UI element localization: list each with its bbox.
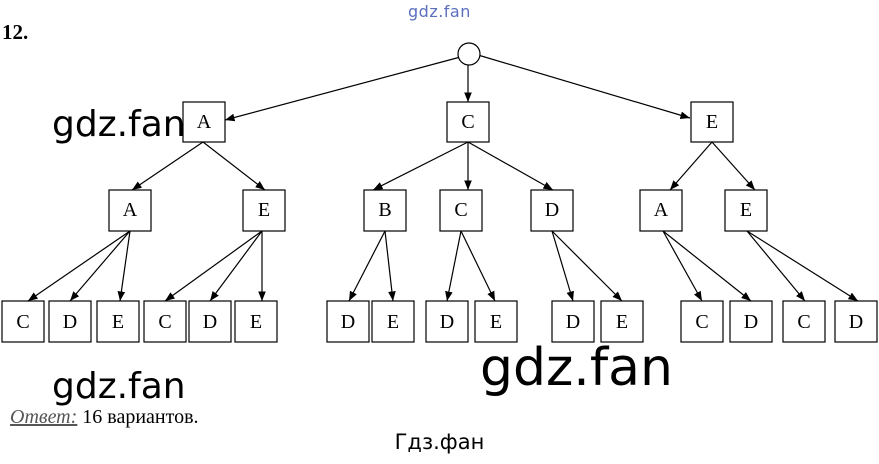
node-leaf-3: E: [96, 300, 140, 343]
edge-cc-e: [460, 230, 496, 302]
edge-ee-c: [746, 230, 806, 302]
edge-e-a: [669, 141, 713, 191]
footer-caption: Гдз.фан: [394, 430, 485, 454]
svg-text:A: A: [123, 199, 138, 221]
svg-text:E: E: [387, 311, 399, 333]
svg-text:C: C: [16, 311, 29, 333]
node-leaf-16: D: [834, 300, 878, 343]
svg-text:E: E: [490, 311, 502, 333]
node-level2-b: B: [363, 189, 407, 232]
edge-ea-d: [662, 230, 752, 302]
edge-ae-c: [164, 230, 263, 302]
edge-cd-d: [551, 230, 574, 302]
node-leaf-14: D: [729, 300, 773, 343]
edge-aa-e: [117, 230, 131, 302]
edges-root: [224, 54, 691, 122]
svg-text:E: E: [258, 199, 270, 221]
svg-text:D: D: [203, 311, 217, 333]
edge-a-a: [131, 141, 204, 191]
node-leaf-7: D: [326, 300, 370, 343]
edge-cb-d: [348, 230, 386, 302]
node-level2-e: E: [242, 189, 286, 232]
svg-text:E: E: [112, 311, 124, 333]
edge-aa-c: [27, 230, 131, 302]
svg-text:A: A: [654, 199, 669, 221]
edges-level1: [131, 141, 756, 191]
svg-text:D: D: [63, 311, 77, 333]
edge-c-d: [467, 141, 554, 191]
edge-a-e: [202, 141, 266, 191]
svg-text:C: C: [695, 311, 708, 333]
svg-text:D: D: [545, 199, 559, 221]
svg-text:D: D: [849, 311, 863, 333]
svg-text:C: C: [797, 311, 810, 333]
node-level1-a: A: [182, 101, 226, 143]
svg-text:A: A: [197, 111, 212, 133]
edge-ee-d: [746, 230, 859, 302]
answer-label: Ответ:: [10, 406, 78, 428]
svg-text:D: D: [341, 311, 355, 333]
watermark-center-large: gdz.fan: [480, 338, 673, 398]
node-leaf-15: C: [782, 300, 826, 343]
node-leaf-10: E: [474, 300, 518, 343]
node-leaf-2: D: [48, 300, 92, 343]
edge-root-a: [224, 54, 469, 122]
svg-text:E: E: [616, 311, 628, 333]
node-level1-e: E: [690, 101, 734, 143]
node-leaf-11: D: [551, 300, 595, 343]
edge-cc-d: [445, 230, 462, 302]
node-leaf-9: D: [425, 300, 469, 343]
svg-text:C: C: [454, 199, 467, 221]
svg-text:D: D: [744, 311, 758, 333]
edge-ea-c: [662, 230, 703, 302]
watermark-top: gdz.fan: [408, 2, 471, 21]
svg-text:C: C: [158, 311, 171, 333]
edge-root-e: [477, 54, 691, 119]
node-level2-c: C: [439, 189, 483, 232]
node-level2-a2: A: [639, 189, 683, 232]
edge-e-e: [711, 141, 756, 191]
node-level1-c: C: [446, 101, 490, 143]
edge-cb-e: [384, 230, 396, 302]
edge-aa-d: [69, 230, 131, 302]
watermark-left-upper: gdz.fan: [52, 104, 186, 145]
svg-text:E: E: [706, 111, 718, 133]
node-leaf-13: C: [680, 300, 724, 343]
answer-line: Ответ: 16 вариантов.: [10, 406, 199, 429]
node-leaf-8: E: [371, 300, 415, 343]
node-leaf-1: C: [1, 300, 45, 343]
svg-text:E: E: [250, 311, 262, 333]
svg-text:E: E: [740, 199, 752, 221]
node-level2-d: D: [530, 189, 574, 232]
node-level2-a: A: [108, 189, 152, 232]
node-level2-e2: E: [724, 189, 768, 232]
problem-number: 12.: [2, 20, 29, 44]
node-leaf-12: E: [600, 300, 644, 343]
edge-cd-e: [551, 230, 623, 302]
node-leaf-6: E: [234, 300, 278, 343]
node-leaf-5: D: [188, 300, 232, 343]
root-node: [457, 42, 481, 66]
node-leaf-4: C: [143, 300, 187, 343]
edge-c-b: [372, 141, 469, 191]
answer-text: 16 вариантов.: [82, 406, 199, 428]
edges-level2: [27, 230, 859, 302]
svg-text:D: D: [440, 311, 454, 333]
svg-text:D: D: [566, 311, 580, 333]
edge-ae-d: [209, 230, 263, 302]
svg-text:C: C: [461, 111, 474, 133]
svg-text:B: B: [378, 199, 391, 221]
watermark-left-lower: gdz.fan: [52, 366, 186, 407]
